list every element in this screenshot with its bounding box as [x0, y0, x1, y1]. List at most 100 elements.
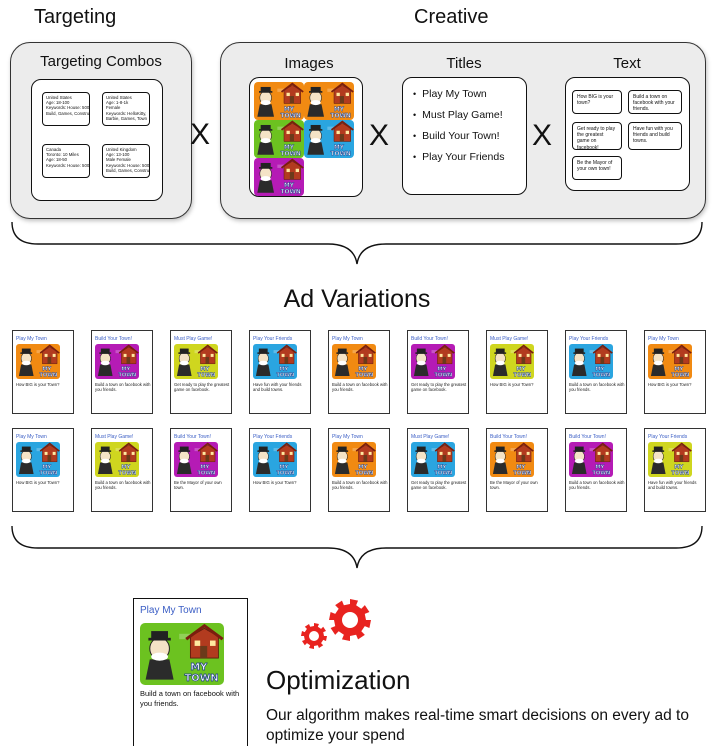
- my-town-logo-my: MY: [279, 465, 288, 471]
- ad-variation-title: Must Play Game!: [95, 434, 134, 440]
- creative-title-item: Play Your Friends: [413, 151, 504, 163]
- images-label: Images: [284, 55, 334, 72]
- combo-line: United States: [46, 95, 72, 100]
- targeting-combos-label: Targeting Combos: [40, 53, 162, 70]
- my-town-logo-town: TOWN: [197, 373, 215, 379]
- combo-line: Age: 13-100: [106, 152, 130, 158]
- ad-variation-body: Get ready to play the greatest game on f…: [411, 382, 467, 393]
- ad-variation-body: Build a town on facebook with you friend…: [332, 382, 388, 393]
- my-town-logo-my: MY: [437, 367, 446, 373]
- ad-variation-title: Play Your Friends: [648, 434, 688, 440]
- ad-variation-title: Play Your Friends: [253, 434, 293, 440]
- my-town-logo-my: MY: [674, 367, 683, 373]
- ad-variation-title: Play My Town: [332, 434, 363, 440]
- creative-text-box: Build a town on facebook with your frien…: [628, 90, 682, 114]
- ad-variation-body: How BIG is your Town?: [253, 480, 297, 485]
- creative-text-box: Be the Mayor of your own town!: [572, 156, 622, 180]
- multiply-symbol: X: [190, 118, 211, 151]
- my-town-logo-town: TOWN: [513, 373, 531, 379]
- combo-line: United Kingdom: [106, 147, 137, 152]
- my-town-logo-my: MY: [334, 145, 345, 151]
- gear-small-icon: [301, 623, 327, 649]
- optimization-title: Optimization: [266, 665, 411, 695]
- optimized-ad-title: Play My Town: [140, 605, 202, 616]
- ad-variation-body: Build a town on facebook with you friend…: [569, 480, 625, 491]
- targeting-header: Targeting: [34, 6, 117, 28]
- my-town-logo-town: TOWN: [185, 673, 219, 684]
- combo-line: Male Female: [106, 157, 131, 163]
- combo-line: Keywords: House: 500: [46, 162, 90, 168]
- combo-line: Age: 1-8-1k: [106, 100, 129, 106]
- combo-line: Female: [106, 105, 121, 111]
- my-town-logo-town: TOWN: [592, 471, 610, 477]
- combo-line: United States: [106, 95, 132, 100]
- ad-variation-body: Be the Mayor of your own town.: [174, 480, 222, 491]
- ad-variation-title: Play My Town: [332, 336, 363, 342]
- my-town-logo-my: MY: [279, 367, 288, 373]
- combo-line: Keywords: House: 500: [46, 105, 90, 111]
- my-town-logo-town: TOWN: [331, 114, 351, 120]
- my-town-logo-town: TOWN: [331, 152, 351, 158]
- my-town-logo-town: TOWN: [434, 471, 452, 477]
- my-town-logo-my: MY: [42, 367, 51, 373]
- my-town-logo-town: TOWN: [276, 471, 294, 477]
- ad-variation-title: Play My Town: [16, 434, 47, 440]
- my-town-logo-town: TOWN: [592, 373, 610, 379]
- multiply-symbol: X: [369, 119, 390, 152]
- ad-variation-title: Build Your Town!: [174, 434, 211, 440]
- gears-icon: [301, 599, 371, 649]
- ad-variation-body: Get ready to play the greatest game on f…: [174, 382, 230, 393]
- ad-variation-body: How BIG is your Town?: [16, 382, 60, 387]
- ad-variation-title: Build Your Town!: [411, 336, 448, 342]
- ad-variation-title: Build Your Town!: [95, 336, 132, 342]
- creative-title-item: Build Your Town!: [413, 130, 504, 142]
- combo-line: Age: 18-50: [46, 157, 68, 163]
- ad-variation-title: Must Play Game!: [490, 336, 529, 342]
- ad-variation-body: Have fun with your friends and build tow…: [253, 382, 302, 393]
- my-town-logo-my: MY: [284, 183, 295, 189]
- my-town-logo-my: MY: [358, 367, 367, 373]
- creative-text-box: How BIG is your town?: [572, 90, 622, 114]
- my-town-logo-town: TOWN: [281, 114, 301, 120]
- my-town-logo-town: TOWN: [281, 190, 301, 196]
- combo-line: Canada: [46, 147, 62, 152]
- ad-variation-body: Be the Mayor of your own town.: [490, 480, 538, 491]
